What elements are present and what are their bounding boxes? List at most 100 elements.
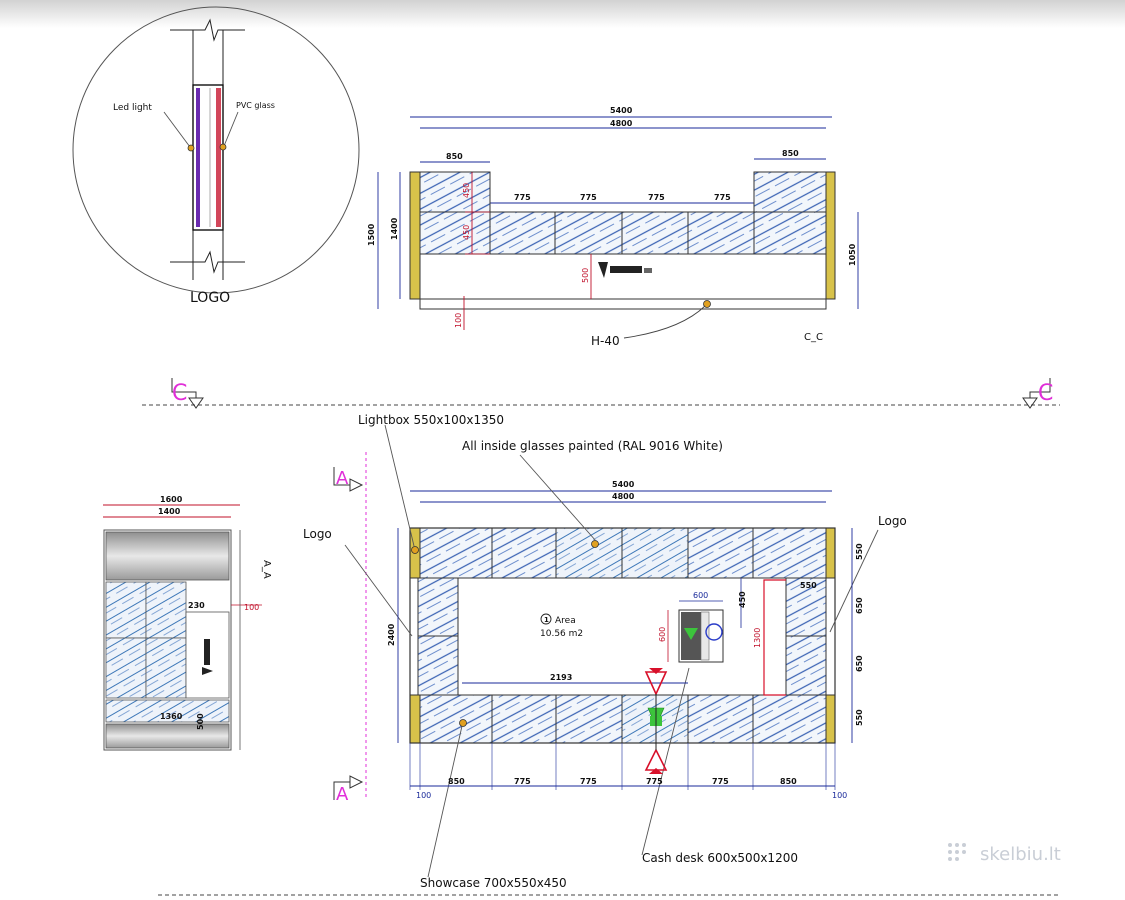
plan-dim-right-4: 550 [855, 709, 864, 726]
side-bottom-box [105, 723, 230, 749]
break-line-bottom [170, 250, 245, 274]
side-dim-outer: 1600 [160, 495, 183, 504]
elev-dim-mid: 500 [581, 268, 590, 283]
watermark-text: skelbiu.lt [980, 844, 1061, 865]
section-line-c: C C [142, 378, 1060, 409]
watermark-dots-icon [948, 843, 966, 861]
plan-top-glass-3 [555, 527, 623, 579]
showcase-marker [459, 719, 467, 727]
elev-lightbox-left [409, 171, 421, 300]
led-strip [196, 88, 200, 227]
plan-bottom-dim-6: 775 [712, 777, 729, 786]
plan-bottom-dim-7: 850 [780, 777, 797, 786]
side-section-name: A_A [261, 560, 272, 579]
plan-dim-outer: 5400 [612, 480, 635, 489]
area-tag-icon [540, 613, 552, 625]
section-a-bottom: A [336, 784, 349, 805]
desk-dim-width: 600 [693, 591, 708, 600]
plan-top-glass-4 [621, 527, 689, 579]
led-light-label: Led light [113, 103, 152, 113]
elev-dim-height-inner: 1400 [390, 217, 399, 240]
side-dim-bottom-h: 500 [196, 713, 205, 730]
showcase-label: Showcase 700x550x450 [420, 876, 567, 890]
led-marker [187, 144, 195, 152]
entrance-opening [763, 579, 786, 696]
h40-label: H-40 [591, 334, 620, 348]
elev-dim-right-height: 1050 [848, 243, 857, 266]
flow-symbols [644, 668, 668, 774]
plan-dim-right-3: 650 [855, 655, 864, 672]
side-brand-logo [202, 639, 213, 675]
glass-marker [591, 540, 599, 548]
side-dim-inner: 1400 [158, 507, 181, 516]
plan-right-glass-1 [785, 577, 827, 637]
lightbox-marker [411, 546, 419, 554]
lightbox-label: Lightbox 550x100x1350 [358, 413, 504, 427]
desk-dim-side: 450 [738, 591, 747, 608]
section-c-right: C [1038, 381, 1053, 406]
pvc-glass-label: PVC glass [236, 101, 275, 110]
top-shadow [0, 0, 1125, 28]
plan-bottom-glass-1 [419, 694, 493, 744]
cash-desk-label: Cash desk 600x500x1200 [642, 851, 798, 865]
area-label: Area [555, 616, 576, 626]
elev-dim-upper-1: 450 [462, 183, 471, 198]
area-value: 10.56 m2 [540, 629, 583, 639]
side-glass-1 [105, 581, 147, 639]
elev-dim-base: 100 [454, 313, 463, 328]
elev-glass-right [753, 211, 827, 255]
elev-dim-panel-1: 775 [514, 193, 531, 202]
plan-top-glass-1 [419, 527, 493, 579]
plan-dim-opening: 1300 [753, 628, 762, 648]
plan-bottom-glass-3 [555, 694, 623, 744]
elev-glass-1 [489, 211, 556, 255]
side-base-glass [105, 699, 230, 723]
side-view: 1600 1400 230 100 1360 500 A_A [103, 495, 272, 751]
plan-outline [409, 527, 836, 744]
plan-lightbox-tr [825, 527, 836, 579]
elev-dim-right-top: 850 [782, 149, 799, 158]
plan-dim-right-1: 550 [855, 543, 864, 560]
side-glass-4 [145, 637, 187, 699]
elev-dim-inner: 4800 [610, 119, 633, 128]
section-a-top: A [336, 468, 349, 489]
cash-desk-green-mark [684, 628, 698, 640]
side-dim-inner-230: 230 [188, 601, 205, 610]
plan-dim-small-right: 550 [800, 581, 817, 590]
elev-dim-upper-2: 450 [462, 225, 471, 240]
plan-bottom-dim-4: 775 [580, 777, 597, 786]
side-dim-bottom-width: 1360 [160, 712, 183, 721]
plan-bottom-dim-3: 775 [514, 777, 531, 786]
elev-dim-panel-3: 775 [648, 193, 665, 202]
elev-dim-height: 1500 [367, 223, 376, 246]
logo-right-label: Logo [878, 514, 907, 528]
plan-lightbox-bl [409, 694, 421, 744]
plan-bottom-glass-2 [491, 694, 557, 744]
break-line-top [170, 18, 245, 42]
elev-glass-4 [687, 211, 755, 255]
plan-right-glass-2 [785, 635, 827, 696]
logo-detail: Led light PVC glass LOGO [72, 6, 360, 306]
elev-glass-2 [554, 211, 623, 255]
elev-dim-panel-2: 775 [580, 193, 597, 202]
elev-dim-outer: 5400 [610, 106, 633, 115]
pvc-marker [219, 143, 227, 151]
plan-left-glass-1 [417, 577, 459, 637]
elev-glass-left [419, 211, 491, 255]
section-c-left: C [172, 381, 187, 406]
plan-left-glass-2 [417, 635, 459, 696]
plan-dim-depth: 2400 [387, 623, 396, 646]
plan-bottom-glass-5 [687, 694, 754, 744]
plan-dim-right-2: 650 [855, 597, 864, 614]
plan-bottom-dim-1: 100 [416, 791, 431, 800]
glass-paint-label: All inside glasses painted (RAL 9016 Whi… [462, 439, 723, 453]
plan-dim-inner-width: 2193 [550, 673, 572, 682]
plan-top-glass-5 [687, 527, 754, 579]
plan-inner-area [457, 577, 787, 696]
plan-top-glass-6 [752, 527, 827, 579]
elev-lightbox-right [825, 171, 836, 300]
cash-desk: 600 600 450 [658, 578, 747, 663]
desk-dim-depth: 600 [658, 627, 667, 642]
